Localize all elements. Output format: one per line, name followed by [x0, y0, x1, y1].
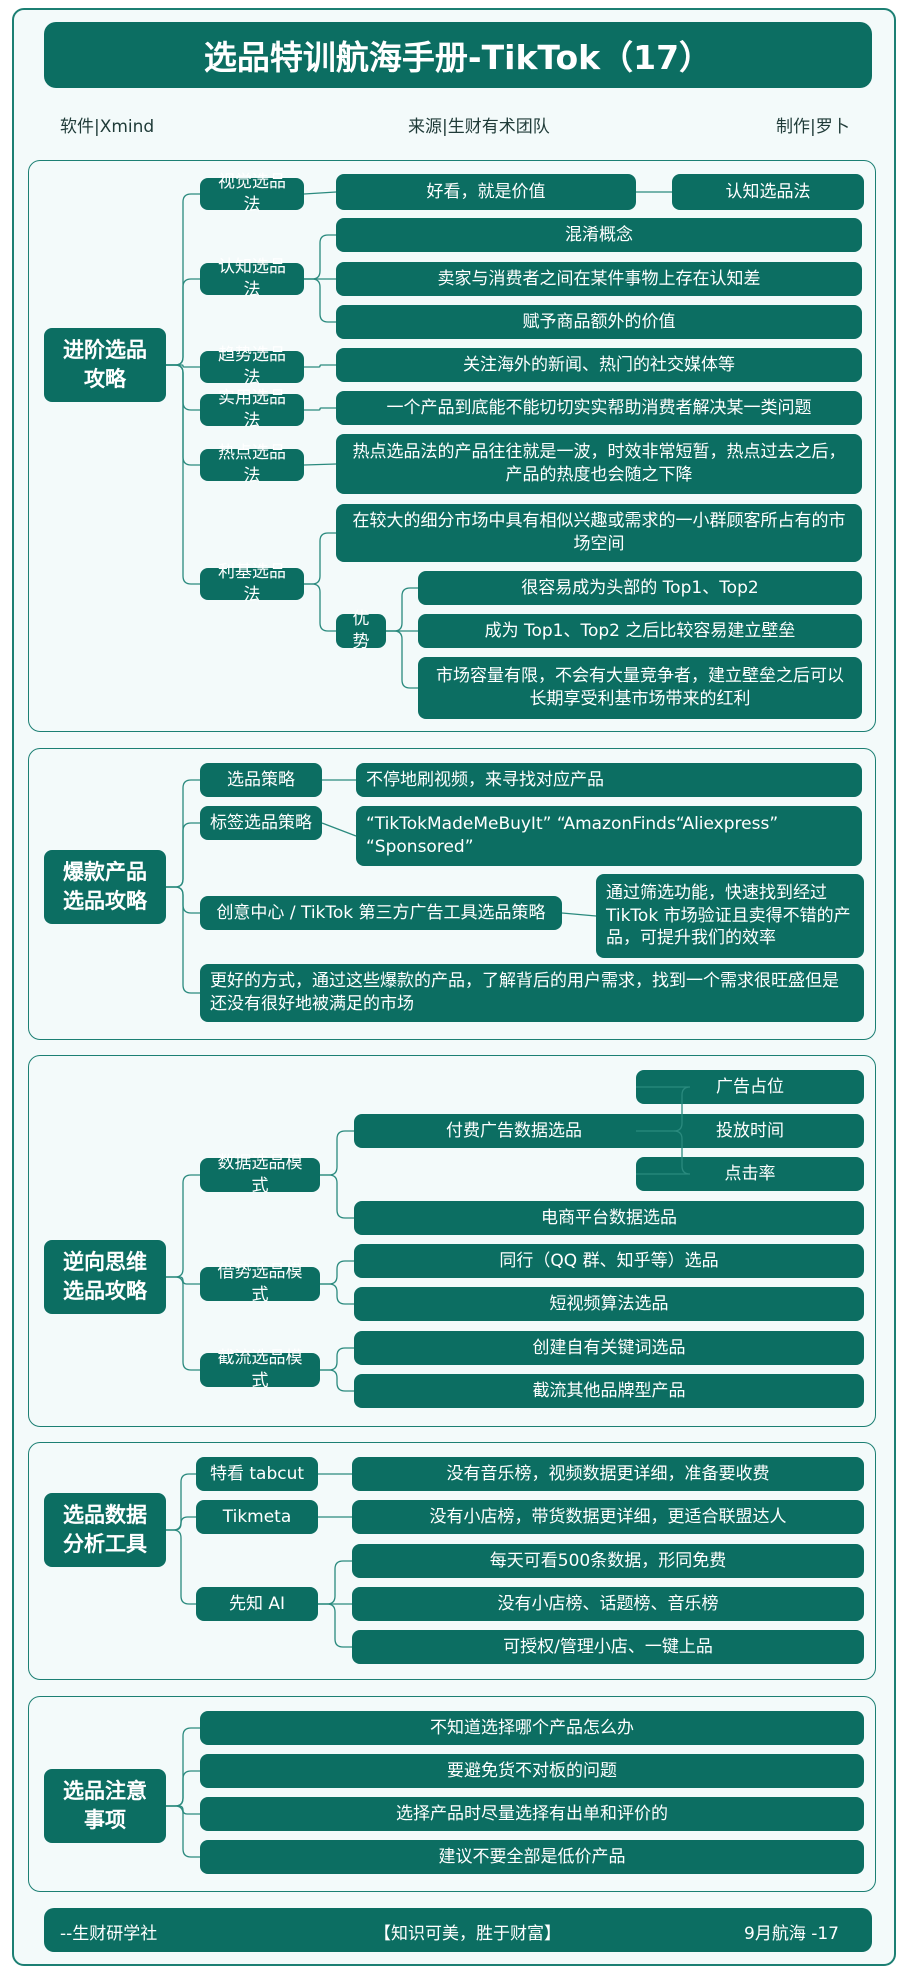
- branch-node: 趋势选品法: [200, 345, 304, 388]
- branch-node: 要避免货不对板的问题: [200, 1754, 864, 1788]
- branch-node: 视觉选品法: [200, 172, 304, 215]
- leaf-node: 成为 Top1、Top2 之后比较容易建立壁垒: [418, 614, 862, 648]
- footer-left: --生财研学社: [60, 1924, 158, 1944]
- leaf-node: 很容易成为头部的 Top1、Top2: [418, 571, 862, 605]
- leaf-node: 市场容量有限，不会有大量竞争者，建立壁垒之后可以长期享受利基市场带来的红利: [418, 657, 862, 719]
- leaf-node: 电商平台数据选品: [354, 1201, 864, 1235]
- leaf-node: 创建自有关键词选品: [354, 1331, 864, 1365]
- leaf-node: 可授权/管理小店、一键上品: [352, 1630, 864, 1664]
- branch-node: 热点选品法: [200, 443, 304, 486]
- footer-bar: --生财研学社 【知识可美，胜于财富】 9月航海 -17: [44, 1908, 872, 1952]
- leaf-node: 不停地刷视频，来寻找对应产品: [356, 763, 862, 797]
- branch-node: 创意中心 / TikTok 第三方广告工具选品策略: [200, 896, 562, 930]
- branch-node: 数据选品模式: [200, 1153, 320, 1196]
- leaf-node: 付费广告数据选品: [354, 1114, 674, 1148]
- author-label: 制作|罗卜: [776, 117, 850, 137]
- branch-node: 截流选品模式: [200, 1348, 320, 1391]
- section-root: 选品数据 分析工具: [44, 1493, 166, 1567]
- branch-node: 更好的方式，通过这些爆款的产品，了解背后的用户需求，找到一个需求很旺盛但是还没有…: [200, 964, 864, 1022]
- branch-node: 选品策略: [200, 763, 322, 797]
- leaf-node: 赋予商品额外的价值: [336, 305, 862, 339]
- leaf-node: 点击率: [636, 1157, 864, 1191]
- page-title: 选品特训航海手册-TikTok（17）: [44, 22, 872, 88]
- footer-center: 【知识可美，胜于财富】: [374, 1924, 561, 1944]
- leaf-node: 同行（QQ 群、知乎等）选品: [354, 1244, 864, 1278]
- leaf-node: 混淆概念: [336, 218, 862, 252]
- leaf-node: 通过筛选功能，快速找到经过 TikTok 市场验证且卖得不错的产品，可提升我们的…: [596, 874, 864, 958]
- leaf-node: 没有音乐榜，视频数据更详细，准备要收费: [352, 1457, 864, 1491]
- branch-node: Tikmeta: [196, 1500, 318, 1534]
- section-root: 逆向思维 选品攻略: [44, 1240, 166, 1314]
- branch-node: 标签选品策略: [200, 806, 322, 840]
- leaf-node: 没有小店榜、话题榜、音乐榜: [352, 1587, 864, 1621]
- branch-node: 借势选品模式: [200, 1262, 320, 1305]
- branch-node: 建议不要全部是低价产品: [200, 1840, 864, 1874]
- leaf-node: 关注海外的新闻、热门的社交媒体等: [336, 348, 862, 382]
- leaf-node: 在较大的细分市场中具有相似兴趣或需求的一小群顾客所占有的市场空间: [336, 504, 862, 562]
- source-label: 来源|生财有术团队: [408, 117, 550, 137]
- leaf-node: 广告占位: [636, 1070, 864, 1104]
- leaf-node: 截流其他品牌型产品: [354, 1374, 864, 1408]
- footer-right: 9月航海 -17: [744, 1924, 839, 1944]
- leaf-node: “TikTokMadeMeBuyIt” “AmazonFinds“Aliexpr…: [356, 806, 862, 866]
- leaf-node: 短视频算法选品: [354, 1287, 864, 1321]
- software-label: 软件|Xmind: [60, 117, 155, 137]
- branch-node: 不知道选择哪个产品怎么办: [200, 1711, 864, 1745]
- branch-node: 先知 AI: [196, 1587, 318, 1621]
- branch-node: 利基选品法: [200, 562, 304, 605]
- section-root: 进阶选品 攻略: [44, 328, 166, 402]
- leaf-node: 没有小店榜，带货数据更详细，更适合联盟达人: [352, 1500, 864, 1534]
- section-root: 爆款产品 选品攻略: [44, 850, 166, 924]
- leaf-node: 热点选品法的产品往往就是一波，时效非常短暂，热点过去之后，产品的热度也会随之下降: [336, 434, 862, 494]
- branch-node: 选择产品时尽量选择有出单和评价的: [200, 1797, 864, 1831]
- branch-node: 实用选品法: [200, 388, 304, 431]
- advantage-node: 优势: [336, 609, 386, 652]
- leaf-node: 卖家与消费者之间在某件事物上存在认知差: [336, 262, 862, 296]
- section-root: 选品注意 事项: [44, 1769, 166, 1843]
- leaf-node: 每天可看500条数据，形同免费: [352, 1544, 864, 1578]
- leaf-node: 投放时间: [636, 1114, 864, 1148]
- leaf-node: 好看，就是价值: [336, 174, 636, 210]
- branch-node: 特看 tabcut: [196, 1457, 318, 1491]
- leaf-node: 认知选品法: [672, 174, 864, 210]
- branch-node: 认知选品法: [200, 257, 304, 300]
- leaf-node: 一个产品到底能不能切切实实帮助消费者解决某一类问题: [336, 391, 862, 425]
